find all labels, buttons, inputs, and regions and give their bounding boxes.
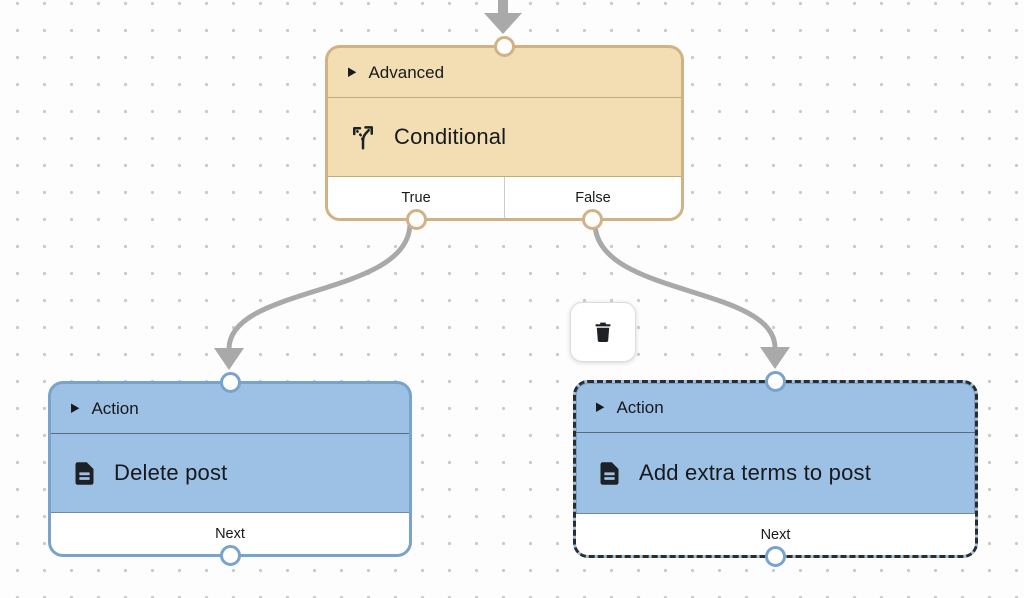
document-icon (71, 460, 98, 487)
output-label-next: Next (760, 526, 791, 543)
node-body: Delete post (51, 434, 409, 512)
branch-icon (348, 122, 378, 152)
output-port-true[interactable] (405, 209, 427, 230)
node-delete-post[interactable]: ▶ Action Delete post Next (48, 372, 412, 566)
node-header[interactable]: ▶ Action (51, 384, 409, 434)
output-label-next: Next (215, 525, 245, 542)
node-title: Conditional (394, 124, 507, 149)
input-port[interactable] (494, 36, 515, 57)
node-body: Conditional (328, 98, 681, 176)
edge-true-branch[interactable] (214, 220, 413, 370)
document-icon (596, 460, 623, 487)
output-port-false[interactable] (582, 209, 604, 230)
node-conditional[interactable]: ▶ Advanced Conditional True False (325, 36, 684, 230)
node-category-label: Action (91, 398, 139, 418)
expand-caret-icon[interactable]: ▶ (71, 401, 80, 415)
delete-node-button[interactable] (570, 302, 636, 362)
edge-incoming[interactable] (484, 0, 522, 34)
node-title: Add extra terms to post (639, 460, 872, 485)
input-port[interactable] (765, 371, 786, 392)
output-label-false: False (504, 177, 681, 218)
node-category-label: Action (616, 397, 664, 417)
input-port[interactable] (219, 372, 241, 393)
output-port-next[interactable] (219, 545, 241, 566)
arrowhead-down-icon (214, 348, 244, 370)
output-port-next[interactable] (765, 546, 786, 567)
node-header[interactable]: ▶ Action (576, 383, 975, 433)
node-title: Delete post (114, 460, 228, 485)
node-add-extra-terms[interactable]: ▶ Action Add extra terms to post Next (573, 371, 978, 567)
node-body: Add extra terms to post (576, 433, 975, 513)
expand-caret-icon[interactable]: ▶ (596, 400, 605, 414)
expand-caret-icon[interactable]: ▶ (348, 65, 357, 79)
arrowhead-down-icon (484, 13, 522, 34)
node-header[interactable]: ▶ Advanced (328, 48, 681, 98)
edge-false-branch[interactable] (592, 220, 790, 369)
trash-icon (591, 320, 615, 344)
node-category-label: Advanced (368, 62, 445, 82)
output-label-true: True (401, 189, 431, 206)
node-outputs: True False (328, 176, 681, 218)
arrowhead-down-icon (760, 347, 790, 369)
